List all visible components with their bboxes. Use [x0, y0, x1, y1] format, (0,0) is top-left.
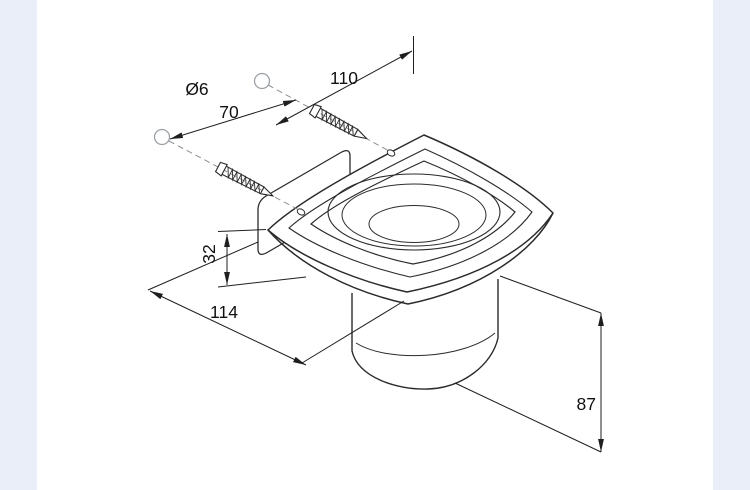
label-110: 110	[330, 68, 358, 88]
label-114: 114	[210, 302, 238, 322]
dimension-32	[217, 229, 307, 288]
dimension-87	[454, 275, 604, 453]
glass-rim	[327, 173, 501, 251]
label-70: 70	[219, 102, 239, 122]
dimension-labels: Ø6 110 70 32 114 87	[185, 68, 596, 414]
glass-inner-wall	[341, 183, 487, 247]
label-32: 32	[199, 244, 219, 263]
cup-foot-contour	[355, 332, 496, 357]
holder-ring	[266, 134, 554, 305]
screw-holes	[296, 149, 396, 216]
dimension-70	[169, 99, 297, 140]
label-87: 87	[577, 394, 596, 414]
ring-opening-edge	[310, 160, 516, 265]
screw-upper	[308, 102, 371, 145]
ring-front-skirt	[267, 212, 554, 305]
label-screw-diameter: Ø6	[185, 79, 208, 99]
screw-datum-circle-upper	[253, 72, 271, 90]
cup-cylinder	[351, 276, 499, 390]
glass-inner-bottom	[368, 205, 460, 243]
screw-datum-circle-lower	[153, 128, 171, 146]
dimension-114	[147, 241, 405, 366]
dimension-110	[275, 36, 414, 126]
